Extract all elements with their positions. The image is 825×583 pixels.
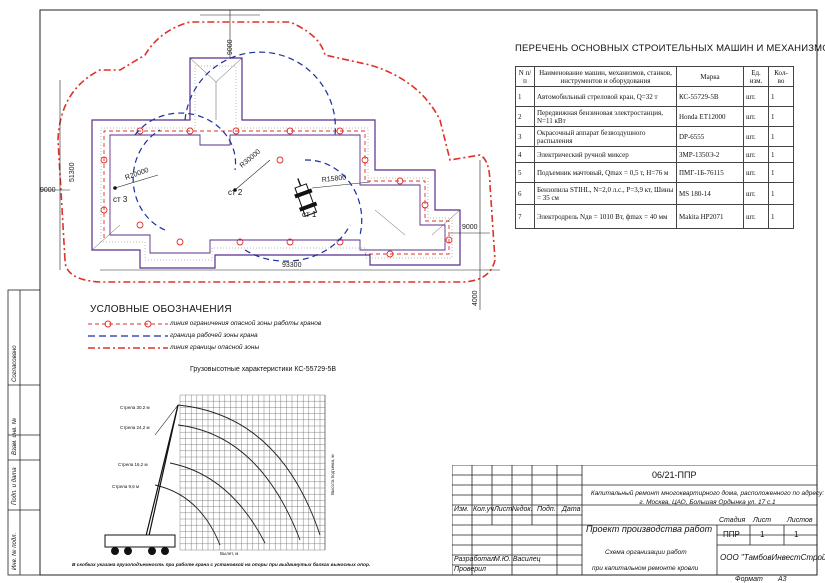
crane-symbol (294, 178, 318, 217)
station-1: ст 1 (302, 210, 317, 219)
dim-top: 9000 (227, 39, 234, 55)
tb-col-izm: Изм. (454, 506, 469, 513)
tb-col-podp: Подп. (537, 506, 556, 513)
legend-item-3: линия границы опасной зоны (170, 344, 260, 351)
tb-col-kolu: Кол.уч (473, 506, 494, 513)
col-qty: Кол-во (768, 66, 794, 87)
project-address: Капитальный ремонт многоквартирного дома… (590, 490, 825, 506)
machinery-list-title: ПЕРЕЧЕНЬ ОСНОВНЫХ СТРОИТЕЛЬНЫХ МАШИН И М… (515, 43, 825, 54)
legend-title: УСЛОВНЫЕ ОБОЗНАЧЕНИЯ (90, 304, 232, 315)
col-name: Наименование машин, механизмов, станков,… (534, 66, 677, 87)
tb-sheets-label: Листов (787, 517, 813, 524)
project-type: Проект производства работ (586, 524, 713, 534)
strip-inv-podl: Инв. № подл. (12, 532, 18, 570)
tb-sheets: 1 (794, 530, 799, 539)
strip-soglasovano: Согласовано (12, 345, 18, 382)
chart-note: В скобках указана грузоподъемность при р… (72, 563, 371, 568)
machinery-table: N п/п Наименование машин, механизмов, ст… (515, 66, 794, 229)
chart-xlabel: Вылет, м (220, 551, 238, 556)
station-3: ст 3 (113, 195, 128, 204)
dim-left-outer: 9000 (40, 187, 56, 194)
drawing-code: 06/21-ППР (652, 470, 697, 480)
legend-item-2: граница рабочей зоны крана (170, 332, 258, 339)
tb-checked-label: Проверил (454, 566, 486, 573)
tb-col-list: Лист (494, 506, 513, 513)
tb-sheet: 1 (760, 530, 765, 539)
crane-chart-title: Грузовысотные характеристики КС-55729-5В (190, 366, 337, 373)
col-brand: Марка (676, 66, 744, 87)
tb-format: А3 (778, 576, 787, 583)
title-block-frame (452, 465, 818, 576)
strip-vzam-inv: Взам. инв. № (12, 417, 18, 455)
boom-label-2: Стрела 24,2 м (120, 425, 150, 430)
tb-col-data: Дата (562, 506, 581, 513)
radius-r1: R20000 (124, 167, 150, 182)
col-num: N п/п (515, 66, 535, 87)
tb-stage: ППР (723, 530, 740, 539)
chart-ylabel: Высота подъема, м (330, 454, 335, 495)
tb-col-ndok: №док. (512, 506, 533, 513)
tb-developed-name: М.Ю. Василец (494, 556, 541, 563)
dim-bottom: 93300 (282, 262, 302, 269)
tb-developed-label: Разработал (454, 556, 495, 563)
radius-r2: R30000 (239, 148, 262, 169)
drawing-name-2: при капитальном ремонте кровли (592, 565, 699, 572)
tb-format-label: Формат (735, 576, 763, 583)
boom-label-1: Стрела 30,2 м (120, 405, 150, 410)
legend-item-1: линия ограничения опасной зоны работы кр… (170, 320, 322, 327)
dim-left: 51300 (69, 162, 76, 182)
crane-chart: Высота подъема, м Вылет, м (104, 394, 335, 556)
dim-right: 9000 (462, 224, 478, 231)
dim-bottom-right: 4000 (472, 290, 479, 306)
organization: ООО "ТамбовИнвестСтрой" (720, 553, 825, 562)
drawing-name-1: Схема организации работ (605, 549, 687, 556)
boom-label-3: Стрела 16,2 м (118, 462, 148, 467)
strip-podp-data: Подп. и дата (12, 467, 18, 505)
tb-sheet-label: Лист (753, 517, 772, 524)
col-unit: Ед. изм. (743, 66, 769, 87)
site-plan: 9000 51300 9000 93300 9000 4000 R20000 R… (40, 10, 500, 310)
tb-stage-label: Стадия (719, 517, 746, 524)
boom-label-4: Стрела 9,6 м (112, 484, 140, 489)
radius-r3: R15800 (321, 174, 346, 184)
legend-symbols (88, 320, 168, 349)
station-2: ст 2 (228, 188, 243, 197)
